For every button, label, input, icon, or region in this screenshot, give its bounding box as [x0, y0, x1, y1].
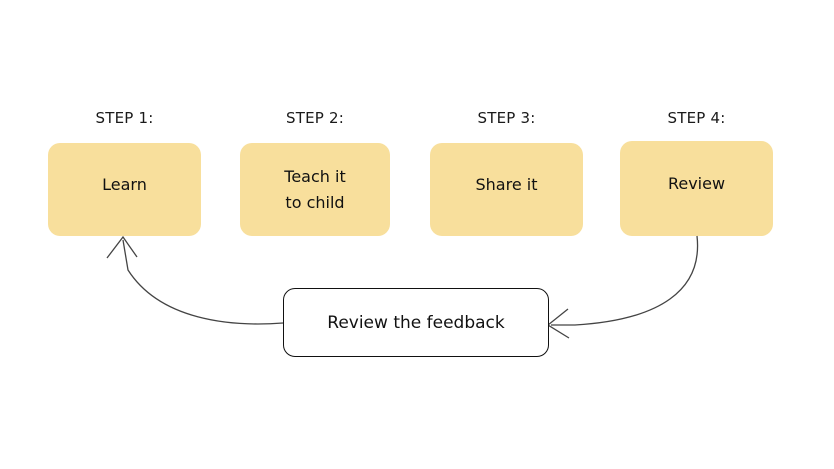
- step-box-review[interactable]: Review: [620, 141, 773, 236]
- feedback-to-learn-arrow: [106, 235, 284, 325]
- step-label-1: STEP 1:: [95, 109, 154, 127]
- feedback-to-learn-arrow-line: [122, 239, 284, 325]
- step-box-review-line1: Review: [667, 173, 726, 193]
- step-label-2: STEP 2:: [286, 109, 344, 127]
- step-box-teach-line1: Teach it: [284, 166, 346, 186]
- step-box-teach-it-to-child[interactable]: Teach it to child: [240, 143, 390, 236]
- step-box-learn-line1: Learn: [102, 174, 147, 194]
- review-to-feedback-arrow-head: [546, 308, 570, 339]
- step-box-share-line1: Share it: [475, 174, 538, 194]
- step-box-learn[interactable]: Learn: [48, 143, 201, 236]
- step-box-teach-line2: to child: [285, 192, 345, 212]
- feedback-box[interactable]: Review the feedback: [283, 288, 549, 357]
- feedback-box-label: Review the feedback: [327, 312, 505, 333]
- step-label-4: STEP 4:: [667, 109, 726, 127]
- step-box-share-it[interactable]: Share it: [430, 143, 583, 236]
- review-to-feedback-arrow: [546, 235, 699, 339]
- feedback-to-learn-arrow-head: [106, 235, 138, 259]
- review-to-feedback-arrow-line: [551, 235, 699, 326]
- step-label-3: STEP 3:: [477, 109, 536, 127]
